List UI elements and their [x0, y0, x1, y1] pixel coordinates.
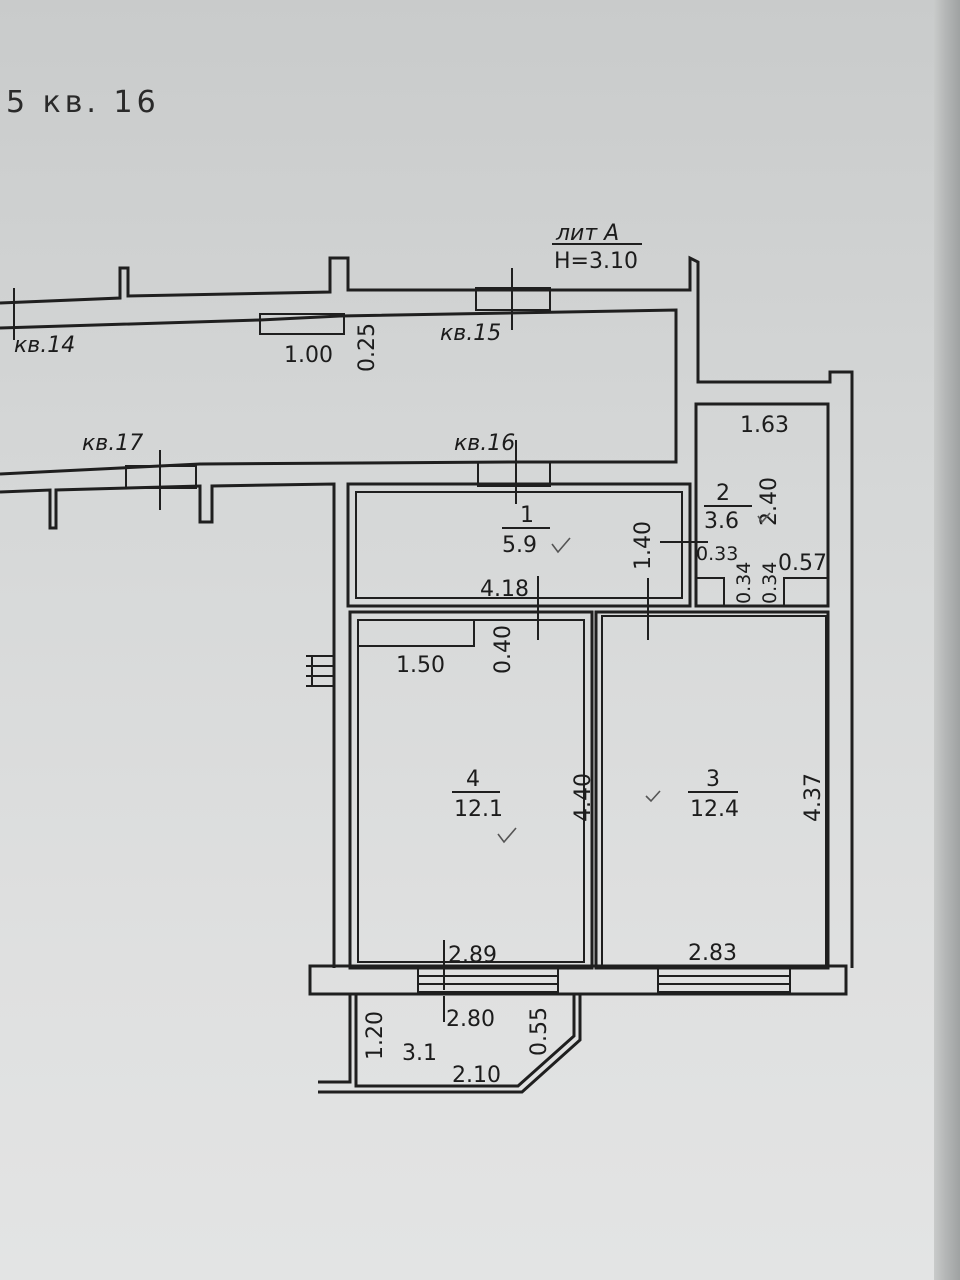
- room-2-area: 3.6: [704, 509, 739, 534]
- dim-2-40: 2.40: [757, 477, 782, 526]
- apartment-16-label: кв.16: [454, 431, 515, 456]
- upper-corridor-walls: [0, 255, 854, 968]
- dim-1-40: 1.40: [631, 521, 656, 570]
- check-marks: [497, 512, 771, 844]
- dim-2-83: 2.83: [688, 941, 737, 966]
- room-1-number: 1: [520, 503, 534, 528]
- dim-1-00: 1.00: [284, 343, 333, 368]
- dim-0-40: 0.40: [491, 625, 516, 674]
- plan-labels: 5 кв. 16 лит А H=3.10 кв.14 кв.15 кв.17 …: [6, 85, 827, 1088]
- balcony-area: 3.1: [402, 1041, 437, 1066]
- lit-label: лит А: [555, 221, 619, 246]
- window-room-3: [657, 967, 791, 993]
- dim-2-10: 2.10: [452, 1063, 501, 1088]
- dim-2-89: 2.89: [448, 943, 497, 968]
- height-label: H=3.10: [554, 249, 638, 274]
- dim-1-50: 1.50: [396, 653, 445, 678]
- dim-4-37: 4.37: [801, 773, 826, 822]
- apartment-16-walls: [308, 402, 848, 1094]
- apartment-14-label: кв.14: [14, 333, 75, 358]
- dim-2-80: 2.80: [446, 1007, 495, 1032]
- room-3-area: 12.4: [690, 797, 739, 822]
- apartment-15-label: кв.15: [440, 321, 501, 346]
- dim-0-34-a: 0.34: [733, 562, 755, 604]
- dim-0-55: 0.55: [527, 1007, 552, 1056]
- room-3-number: 3: [706, 767, 720, 792]
- room-2-number: 2: [716, 481, 730, 506]
- room-4-number: 4: [466, 767, 480, 792]
- handwritten-header: 5 кв. 16: [6, 85, 160, 120]
- dim-0-57: 0.57: [778, 551, 827, 576]
- dim-4-40: 4.40: [571, 773, 596, 822]
- apartment-17-label: кв.17: [82, 431, 143, 456]
- dim-4-18: 4.18: [480, 577, 529, 602]
- dim-1-63: 1.63: [740, 413, 789, 438]
- dim-0-33: 0.33: [696, 543, 738, 565]
- lower-corridor-walls: [0, 440, 551, 968]
- dim-0-34-b: 0.34: [759, 562, 781, 604]
- room-1-area: 5.9: [502, 533, 537, 558]
- room-4-area: 12.1: [454, 797, 503, 822]
- dim-1-20: 1.20: [363, 1011, 388, 1060]
- window-room-4: [417, 967, 559, 993]
- sheet-edge-shadow: [934, 0, 960, 1280]
- dim-0-25: 0.25: [355, 323, 380, 372]
